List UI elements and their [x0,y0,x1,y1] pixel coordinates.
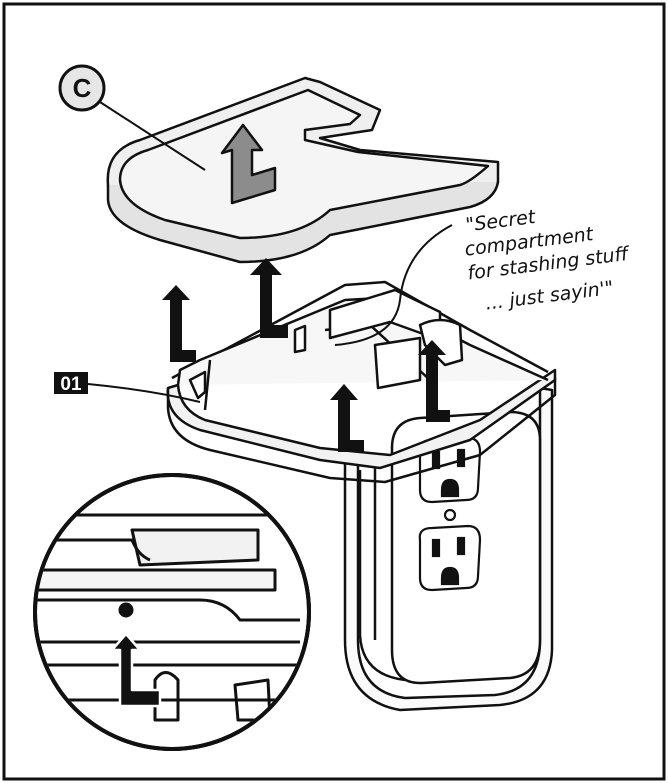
detail-zoom-view [33,473,311,751]
part-c-label: C [73,73,92,103]
duplex-outlet-icon [418,436,482,592]
leader-line-01 [87,383,201,403]
secret-compartment-annotation: "Secret compartment for stashing stuff .… [463,206,631,315]
part-c-badge: C [58,64,106,112]
lift-arrow-icon [220,123,277,205]
part-01-label: 01 [60,374,82,395]
tray-base [166,280,557,484]
detail-up-arrow-icon [110,632,162,708]
part-01-badge: 01 [54,372,88,395]
shelf-lid [106,76,500,264]
up-arrow-icon [162,258,450,452]
leader-line-c [99,101,206,171]
annotation-pointer [334,224,453,346]
annotation-line-4: ... just sayin'" [484,277,615,315]
outlet-housing [343,386,554,712]
